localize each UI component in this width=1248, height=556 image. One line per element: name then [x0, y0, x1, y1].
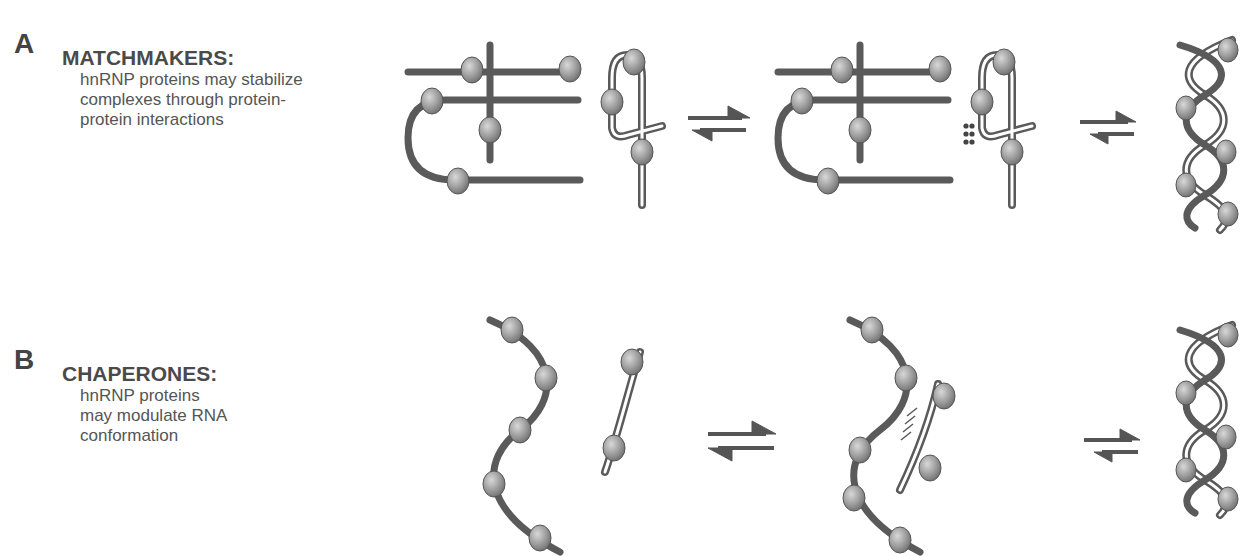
- equilibrium-arrow: [1084, 429, 1140, 462]
- rna-hairpin: [971, 49, 1032, 205]
- rna-duplex: [1176, 323, 1238, 515]
- panel-heading: CHAPERONES:: [62, 362, 217, 386]
- rna-duplex: [1176, 38, 1238, 230]
- equilibrium-arrow: [708, 421, 776, 461]
- rna-complex: [408, 45, 581, 194]
- panel-description: hnRNP proteins may modulate RNA conforma…: [80, 386, 230, 446]
- panel-heading: MATCHMAKERS:: [62, 46, 234, 70]
- equilibrium-arrow: [1080, 111, 1136, 144]
- rna-strand-short: [603, 349, 643, 472]
- panel-description: hnRNP proteins may stabilize complexes t…: [80, 70, 305, 130]
- panel-letter: A: [14, 28, 34, 60]
- panel-letter: B: [14, 344, 34, 376]
- rna-strand-short: [900, 383, 955, 490]
- rna-strand: [483, 317, 560, 552]
- rna-complex: [778, 45, 951, 194]
- rna-strand: [843, 317, 920, 553]
- rna-hairpin: [601, 49, 662, 205]
- equilibrium-arrow: [688, 106, 750, 141]
- interaction-dots: [963, 123, 974, 144]
